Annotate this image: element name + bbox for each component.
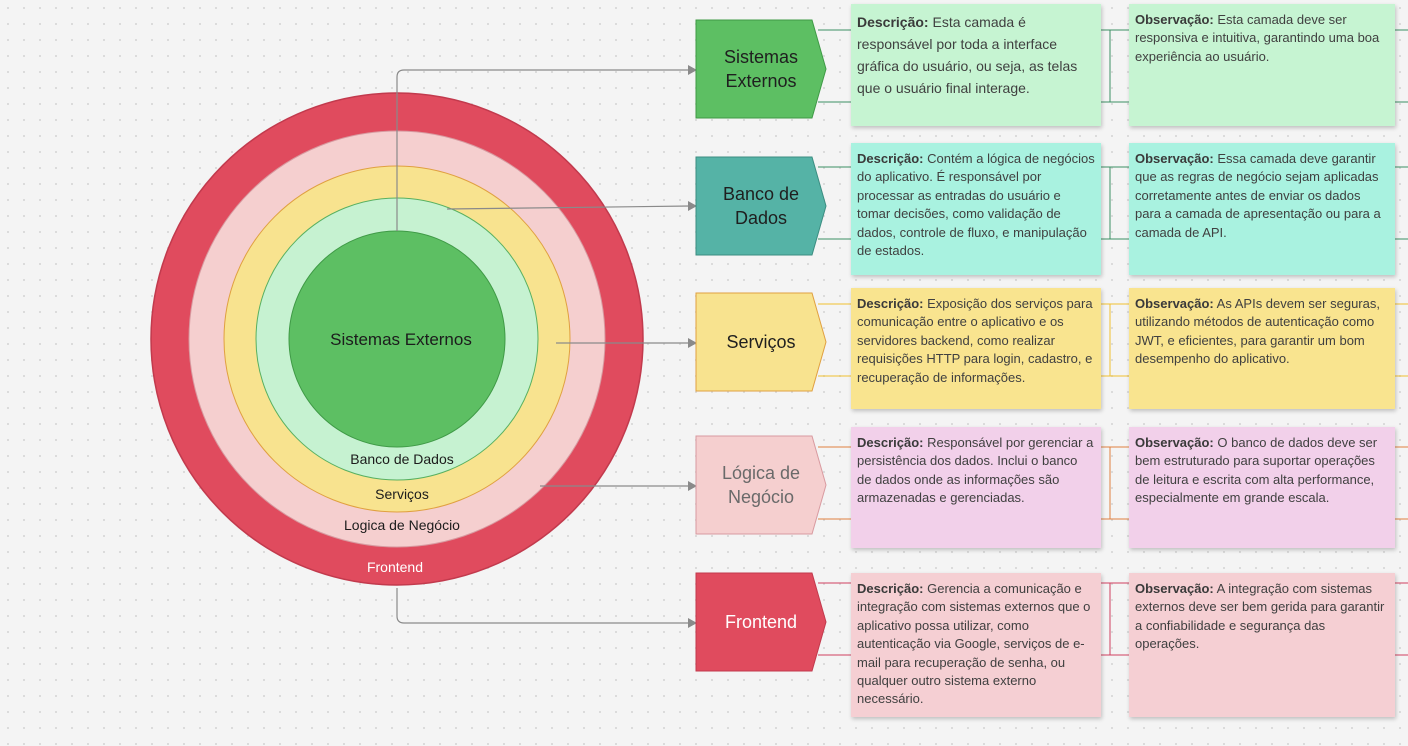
observation-text: Essa camada deve garantir que as regras … xyxy=(1135,151,1381,240)
description-card-sistemas-externos: Descrição: Esta camada é responsável por… xyxy=(851,4,1101,126)
observation-text: O banco de dados deve ser bem estruturad… xyxy=(1135,435,1378,506)
ring-diagram xyxy=(150,92,644,586)
arrowhead-icon xyxy=(688,338,697,348)
observation-text: Esta camada deve ser responsiva e intuit… xyxy=(1135,12,1380,64)
description-title: Descrição: xyxy=(857,151,924,166)
observation-card-banco-de-dados: Observação: Essa camada deve garantir qu… xyxy=(1129,143,1395,275)
layer-shape-sistemas-externos[interactable] xyxy=(695,19,827,119)
observation-title: Observação: xyxy=(1135,12,1214,27)
layer-shape-banco-de-dados[interactable] xyxy=(695,156,827,256)
arrowhead-icon xyxy=(688,481,697,491)
description-text: Esta camada é responsável por toda a int… xyxy=(857,14,1078,96)
connectors xyxy=(396,69,691,624)
ring-sistemas-externos[interactable] xyxy=(288,230,506,448)
observation-card-frontend: Observação: A integração com sistemas ex… xyxy=(1129,573,1395,717)
description-title: Descrição: xyxy=(857,14,929,30)
description-card-banco-de-dados: Descrição: Contém a lógica de negócios d… xyxy=(851,143,1101,275)
description-text: Gerencia a comunicação e integração com … xyxy=(857,581,1091,707)
description-card-logica-de-negocio: Descrição: Responsável por gerenciar a p… xyxy=(851,427,1101,548)
connector-banco-de-dados xyxy=(446,205,691,210)
layer-shape-logica-de-negocio[interactable] xyxy=(695,435,827,535)
connector-sistemas-externos xyxy=(396,69,690,231)
observation-text: A integração com sistemas externos deve … xyxy=(1135,581,1385,652)
layer-shape-frontend[interactable] xyxy=(695,572,827,672)
observation-title: Observação: xyxy=(1135,151,1214,166)
description-card-servicos: Descrição: Exposição dos serviços para c… xyxy=(851,288,1101,409)
description-text: Responsável por gerenciar a persistência… xyxy=(857,435,1094,506)
layer-shapes xyxy=(695,19,827,672)
observation-text: As APIs devem ser seguras, utilizando mé… xyxy=(1135,296,1380,367)
arrowhead-icon xyxy=(688,618,697,628)
description-title: Descrição: xyxy=(857,581,924,596)
observation-title: Observação: xyxy=(1135,581,1214,596)
observation-title: Observação: xyxy=(1135,296,1214,311)
description-text: Contém a lógica de negócios do aplicativ… xyxy=(857,151,1095,259)
description-card-frontend: Descrição: Gerencia a comunicação e inte… xyxy=(851,573,1101,717)
observation-card-servicos: Observação: As APIs devem ser seguras, u… xyxy=(1129,288,1395,409)
observation-title: Observação: xyxy=(1135,435,1214,450)
description-text: Exposição dos serviços para comunicação … xyxy=(857,296,1093,385)
layer-shape-servicos[interactable] xyxy=(695,292,827,392)
description-title: Descrição: xyxy=(857,435,924,450)
description-title: Descrição: xyxy=(857,296,924,311)
arrowhead-icon xyxy=(688,201,697,211)
connector-frontend xyxy=(396,588,690,624)
arrowhead-icon xyxy=(688,65,697,75)
observation-card-logica-de-negocio: Observação: O banco de dados deve ser be… xyxy=(1129,427,1395,548)
observation-card-sistemas-externos: Observação: Esta camada deve ser respons… xyxy=(1129,4,1395,126)
arrowheads xyxy=(688,65,697,628)
